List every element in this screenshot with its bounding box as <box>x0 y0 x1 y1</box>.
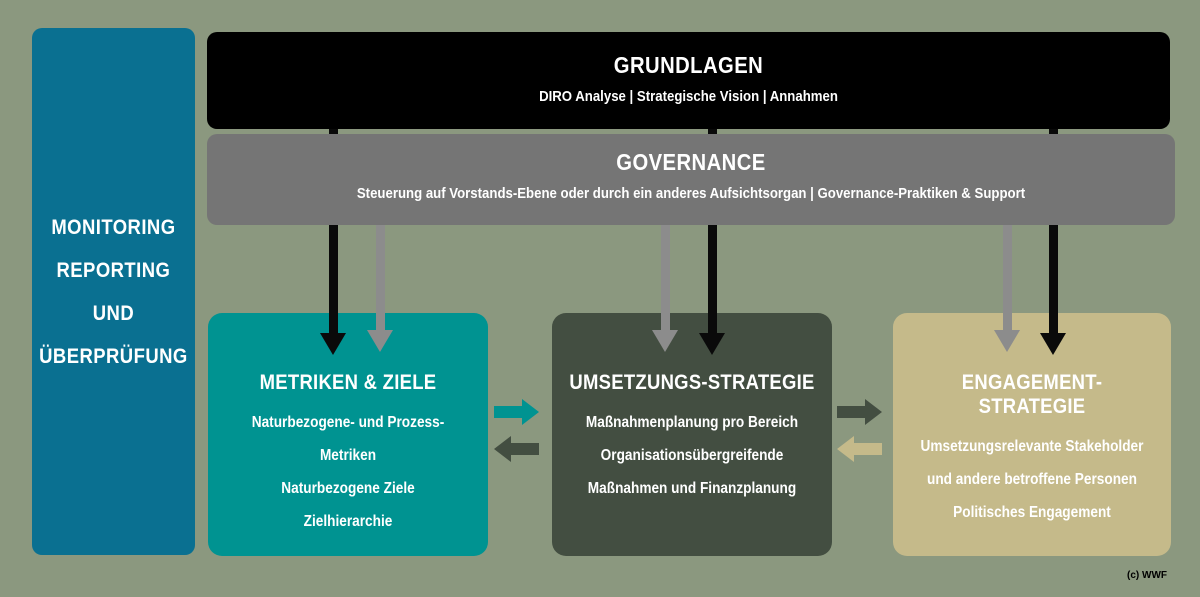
metrics-goals-title: METRIKEN & ZIELE <box>259 371 437 394</box>
arrow-stem <box>1048 125 1058 333</box>
arrow-head <box>367 330 393 352</box>
right-arrow-implementation-to-engagement-icon <box>837 399 882 425</box>
down-arrow-gray-to-metrics-icon <box>367 225 393 352</box>
arrow-head <box>652 330 678 352</box>
arrow-stem <box>494 406 522 418</box>
copyright-credit: (c) WWF <box>1127 570 1167 581</box>
engagement-strategy-title: ENGAGEMENT-STRATEGIE <box>961 371 1103 418</box>
engagement-strategy-line: und andere betroffene Personen <box>927 471 1137 488</box>
monitoring-sidebar: MONITORING REPORTING UND ÜBERPRÜFUNG <box>32 28 195 555</box>
arrow-stem <box>660 225 670 330</box>
implementation-strategy-box: UMSETZUNGS-STRATEGIE Maßnahmenplanung pr… <box>552 313 832 556</box>
monitoring-sidebar-text: MONITORING REPORTING UND ÜBERPRÜFUNG <box>39 206 188 378</box>
arrow-stem <box>328 125 338 333</box>
sidebar-line-monitoring: MONITORING <box>51 215 176 239</box>
down-arrow-black-to-implementation-icon <box>699 125 725 355</box>
arrow-head <box>494 436 511 462</box>
engagement-strategy-line: Politisches Engagement <box>953 504 1111 521</box>
arrow-head <box>522 399 539 425</box>
engagement-strategy-line: Umsetzungsrelevante Stakeholder <box>920 438 1144 455</box>
sidebar-line-reporting: REPORTING <box>56 258 171 282</box>
arrow-stem <box>837 406 865 418</box>
right-arrow-metrics-to-implementation-icon <box>494 399 539 425</box>
down-arrow-black-to-engagement-icon <box>1040 125 1066 355</box>
foundations-bar: GRUNDLAGEN DIRO Analyse | Strategische V… <box>207 32 1170 129</box>
foundations-title: GRUNDLAGEN <box>613 52 764 78</box>
down-arrow-gray-to-implementation-icon <box>652 225 678 352</box>
left-arrow-engagement-to-implementation-icon <box>837 436 882 462</box>
down-arrow-gray-to-engagement-icon <box>994 225 1020 352</box>
arrow-stem <box>375 225 385 330</box>
implementation-strategy-title: UMSETZUNGS-STRATEGIE <box>569 371 815 394</box>
arrow-head <box>1040 333 1066 355</box>
governance-bar: GOVERNANCE Steuerung auf Vorstands-Ebene… <box>207 134 1175 225</box>
arrow-head <box>837 436 854 462</box>
metrics-goals-box: METRIKEN & ZIELE Naturbezogene- und Proz… <box>208 313 488 556</box>
arrow-stem <box>511 443 539 455</box>
left-arrow-implementation-to-metrics-icon <box>494 436 539 462</box>
arrow-stem <box>707 125 717 333</box>
arrow-head <box>320 333 346 355</box>
governance-title: GOVERNANCE <box>616 149 766 175</box>
down-arrow-black-to-metrics-icon <box>320 125 346 355</box>
sidebar-line-und: UND <box>92 301 135 325</box>
engagement-strategy-box: ENGAGEMENT-STRATEGIE Umsetzungsrelevante… <box>893 313 1171 556</box>
implementation-strategy-line: Organisationsübergreifende <box>600 447 784 464</box>
arrow-stem <box>854 443 882 455</box>
metrics-goals-line: Naturbezogene- und Prozess-Metriken <box>251 414 445 464</box>
arrow-head <box>994 330 1020 352</box>
sidebar-line-ueberpruefung: ÜBERPRÜFUNG <box>39 344 188 368</box>
arrow-head <box>699 333 725 355</box>
implementation-strategy-line: Maßnahmenplanung pro Bereich <box>585 414 799 431</box>
metrics-goals-line: Zielhierarchie <box>303 513 393 530</box>
metrics-goals-line: Naturbezogene Ziele <box>281 480 415 497</box>
arrow-stem <box>1002 225 1012 330</box>
foundations-subtitle: DIRO Analyse | Strategische Vision | Ann… <box>539 88 838 105</box>
implementation-strategy-line: Maßnahmen und Finanzplanung <box>587 480 797 497</box>
arrow-head <box>865 399 882 425</box>
governance-subtitle: Steuerung auf Vorstands-Ebene oder durch… <box>356 185 1026 202</box>
